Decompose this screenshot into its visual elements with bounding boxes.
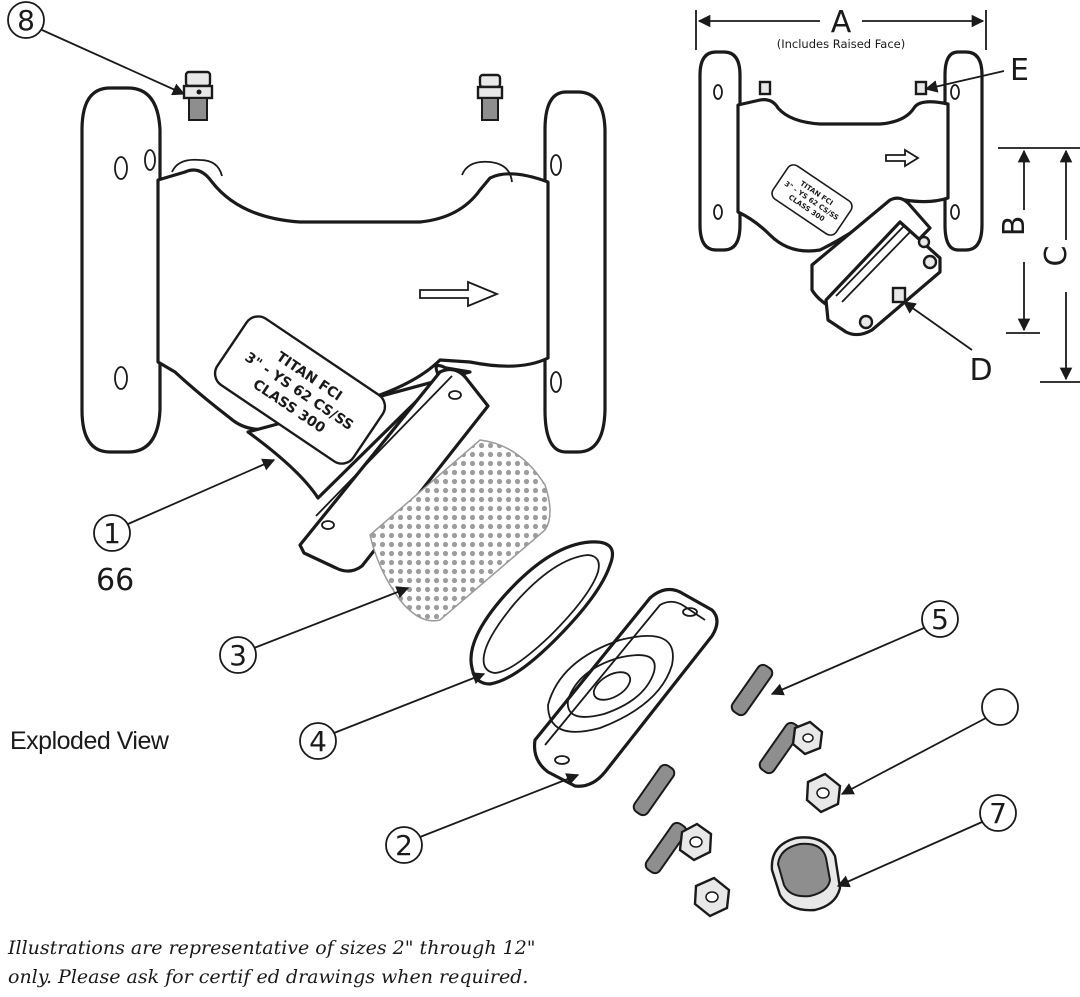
callout-1: 1 [93,458,276,552]
svg-text:2: 2 [395,829,413,862]
footnote: Illustrations are representative of size… [8,934,608,992]
footnote-line2: only. Please ask for certif ed drawings … [8,966,529,988]
vent-plug-right [476,73,504,121]
callout-4: 4 [299,672,486,760]
dim-a-note: (Includes Raised Face) [777,37,906,51]
nut-4 [693,876,731,918]
strainer-screen [369,439,551,622]
dim-c-label: C [1039,246,1074,267]
svg-text:3: 3 [229,639,247,672]
stud-upper-1 [730,663,774,717]
stud-upper-2 [758,721,802,775]
svg-text:7: 7 [989,797,1007,830]
body-cap-flange [298,367,490,573]
nut-3 [678,822,713,862]
svg-text:8: 8 [17,4,35,37]
dim-a-label: A [831,5,852,40]
dim-b-label: B [997,216,1032,237]
svg-text:4: 4 [309,725,327,758]
stud-lower-1 [632,763,676,817]
svg-text:5: 5 [931,603,949,636]
part-number: 66 [96,563,134,598]
callout-2: 2 [385,773,580,864]
drain-plug [770,836,842,912]
gasket [469,540,615,686]
callout-3: 3 [219,586,410,674]
callout-6 [840,688,1019,795]
exploded-view-label: Exploded View [10,727,169,755]
callout-7: 7 [836,794,1017,888]
nut-1 [791,720,824,756]
dim-d-label: D [969,353,992,388]
dimension-view: TITAN FCI 3" - YS 62 CS/SS CLASS 300 A (… [695,5,1080,388]
nut-2 [805,772,842,814]
cover-plate [532,587,719,788]
dim-e-label: E [1010,53,1029,88]
svg-text:1: 1 [103,517,121,550]
stud-lower-2 [644,821,688,875]
callout-8: 8 [7,1,186,96]
callout-5: 5 [770,600,959,696]
vent-plug-left [182,70,214,121]
footnote-line1: Illustrations are representative of size… [8,937,536,959]
